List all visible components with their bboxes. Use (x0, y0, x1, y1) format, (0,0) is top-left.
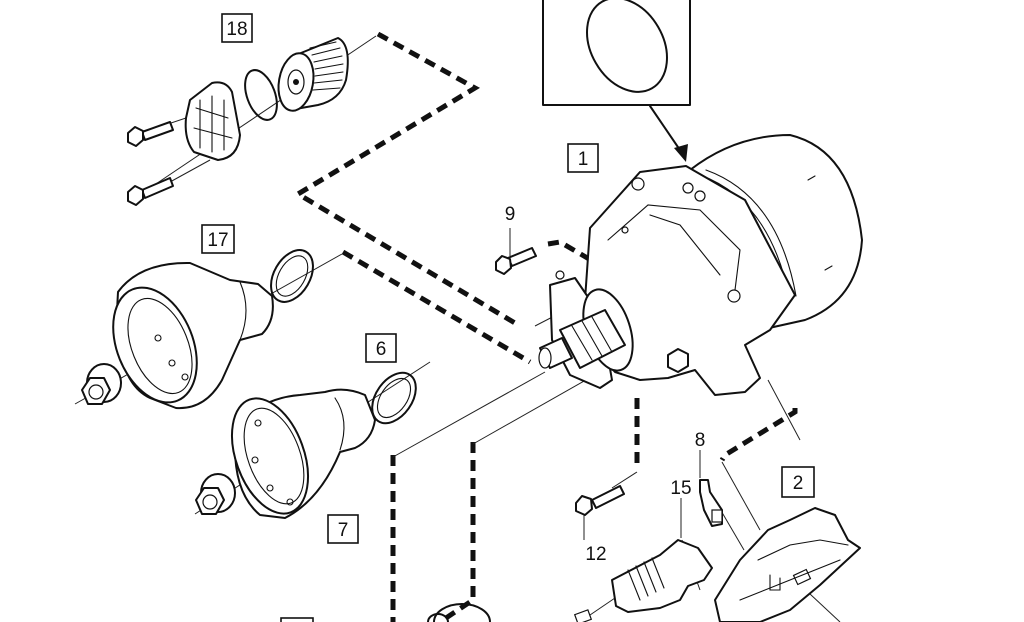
part-15-connector (573, 498, 713, 622)
label-7-text: 7 (338, 520, 349, 541)
label-2-text: 2 (793, 473, 804, 494)
bottom-o-ring (433, 603, 491, 622)
detail-inset (542, 0, 691, 162)
label-18-text: 18 (226, 19, 247, 40)
dashed-line-module-2 (719, 408, 798, 462)
label-box-1: 1 (567, 143, 599, 173)
label-17-text: 17 (207, 230, 228, 251)
part-1-main-housing (538, 134, 863, 396)
filter-cartridge (277, 37, 349, 112)
filter-bolt-top (127, 121, 174, 147)
label-box-6: 6 (365, 333, 397, 363)
part-6-seal-ring (371, 371, 417, 425)
label-box-17: 17 (201, 224, 235, 254)
callout-9-text: 9 (505, 204, 516, 225)
callout-12-text: 12 (585, 544, 606, 565)
part-18-filter-assembly (127, 37, 349, 206)
label-box-18: 18 (221, 13, 253, 43)
inset-arrow-head (674, 144, 688, 162)
part-8-sensor (699, 450, 723, 527)
dashed-line-coupling-17 (341, 249, 532, 365)
part-17-coupling-housing (81, 249, 314, 410)
callout-8-text: 8 (695, 430, 706, 451)
part-12-bolt (575, 485, 625, 540)
coupling-17-nut (81, 363, 122, 405)
label-box-2: 2 (781, 466, 815, 498)
o-ring-detail (586, 0, 668, 93)
label-1-text: 1 (578, 149, 589, 170)
coupling-7-nut (195, 473, 236, 515)
label-box-partial (280, 617, 314, 622)
label-6-text: 6 (376, 339, 387, 360)
part-7-coupling-flange (195, 388, 376, 519)
bottom-ring-small (427, 613, 449, 622)
coupling-17-seal (270, 249, 314, 303)
dashed-line-filter (293, 31, 522, 329)
filter-bolt-bottom (127, 177, 174, 206)
inset-frame (542, 0, 691, 106)
callout-15-text: 15 (670, 478, 691, 499)
label-box-7: 7 (327, 514, 359, 544)
filter-o-ring (244, 69, 278, 121)
inset-arrow-shaft (649, 105, 683, 154)
part-9-bolt (495, 228, 537, 275)
dashed-line-coupling-7b (438, 442, 476, 622)
filter-cover (184, 81, 241, 161)
housing-bolt (667, 348, 689, 373)
part-2-control-module (714, 507, 861, 622)
